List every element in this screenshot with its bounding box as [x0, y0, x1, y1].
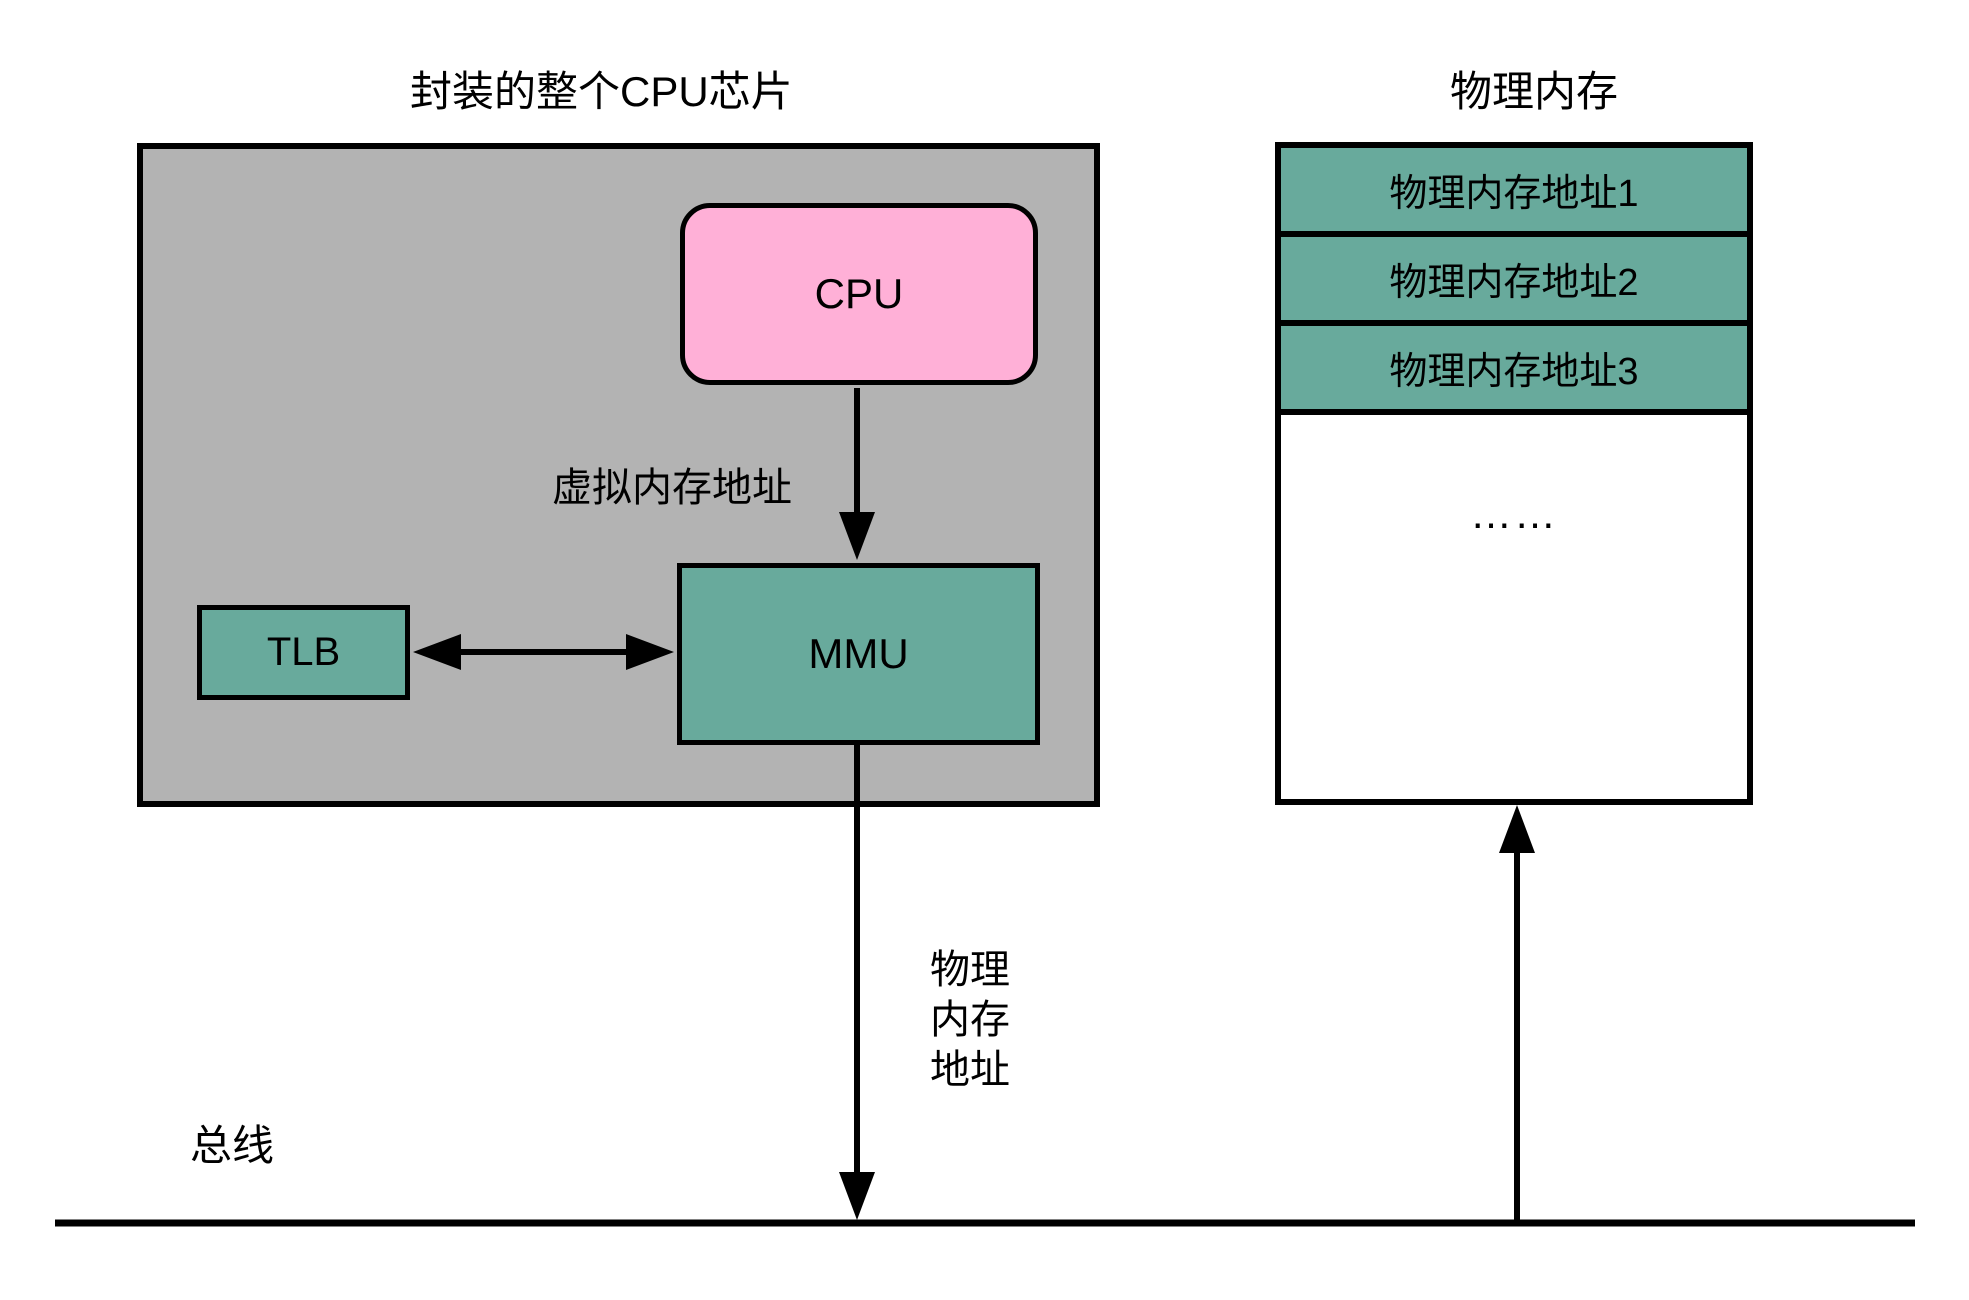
memory-row: 物理内存地址2 [1281, 237, 1747, 326]
tlb-box: TLB [197, 605, 410, 700]
physical-memory-title: 物理内存 [1450, 68, 1619, 115]
mmu-label: MMU [808, 630, 909, 677]
memory-row-label: 物理内存地址3 [1389, 351, 1639, 393]
cpu-label: CPU [814, 270, 904, 317]
memory-row-label: 物理内存地址1 [1389, 173, 1639, 215]
physical-address-label-line: 内存 [930, 998, 1010, 1042]
mmu-to-bus-arrowhead [839, 1172, 875, 1220]
mmu-box: MMU [677, 563, 1040, 745]
virtual-address-label: 虚拟内存地址 [552, 466, 792, 510]
bus-to-memory-arrowhead [1499, 805, 1535, 853]
physical-address-label: 物理 内存 地址 [930, 945, 1010, 1095]
physical-address-label-line: 地址 [930, 1048, 1010, 1092]
physical-memory-box: 物理内存地址1 物理内存地址2 物理内存地址3 …… [1275, 142, 1753, 805]
memory-ellipsis: …… [1470, 490, 1558, 537]
memory-row: 物理内存地址1 [1281, 148, 1747, 237]
memory-row: 物理内存地址3 [1281, 326, 1747, 415]
bus-label: 总线 [190, 1122, 275, 1169]
tlb-label: TLB [266, 630, 341, 674]
cpu-chip-title: 封装的整个CPU芯片 [410, 68, 793, 115]
physical-address-label-line: 物理 [930, 948, 1010, 992]
cpu-box: CPU [680, 203, 1038, 385]
memory-row-label: 物理内存地址2 [1389, 262, 1639, 304]
